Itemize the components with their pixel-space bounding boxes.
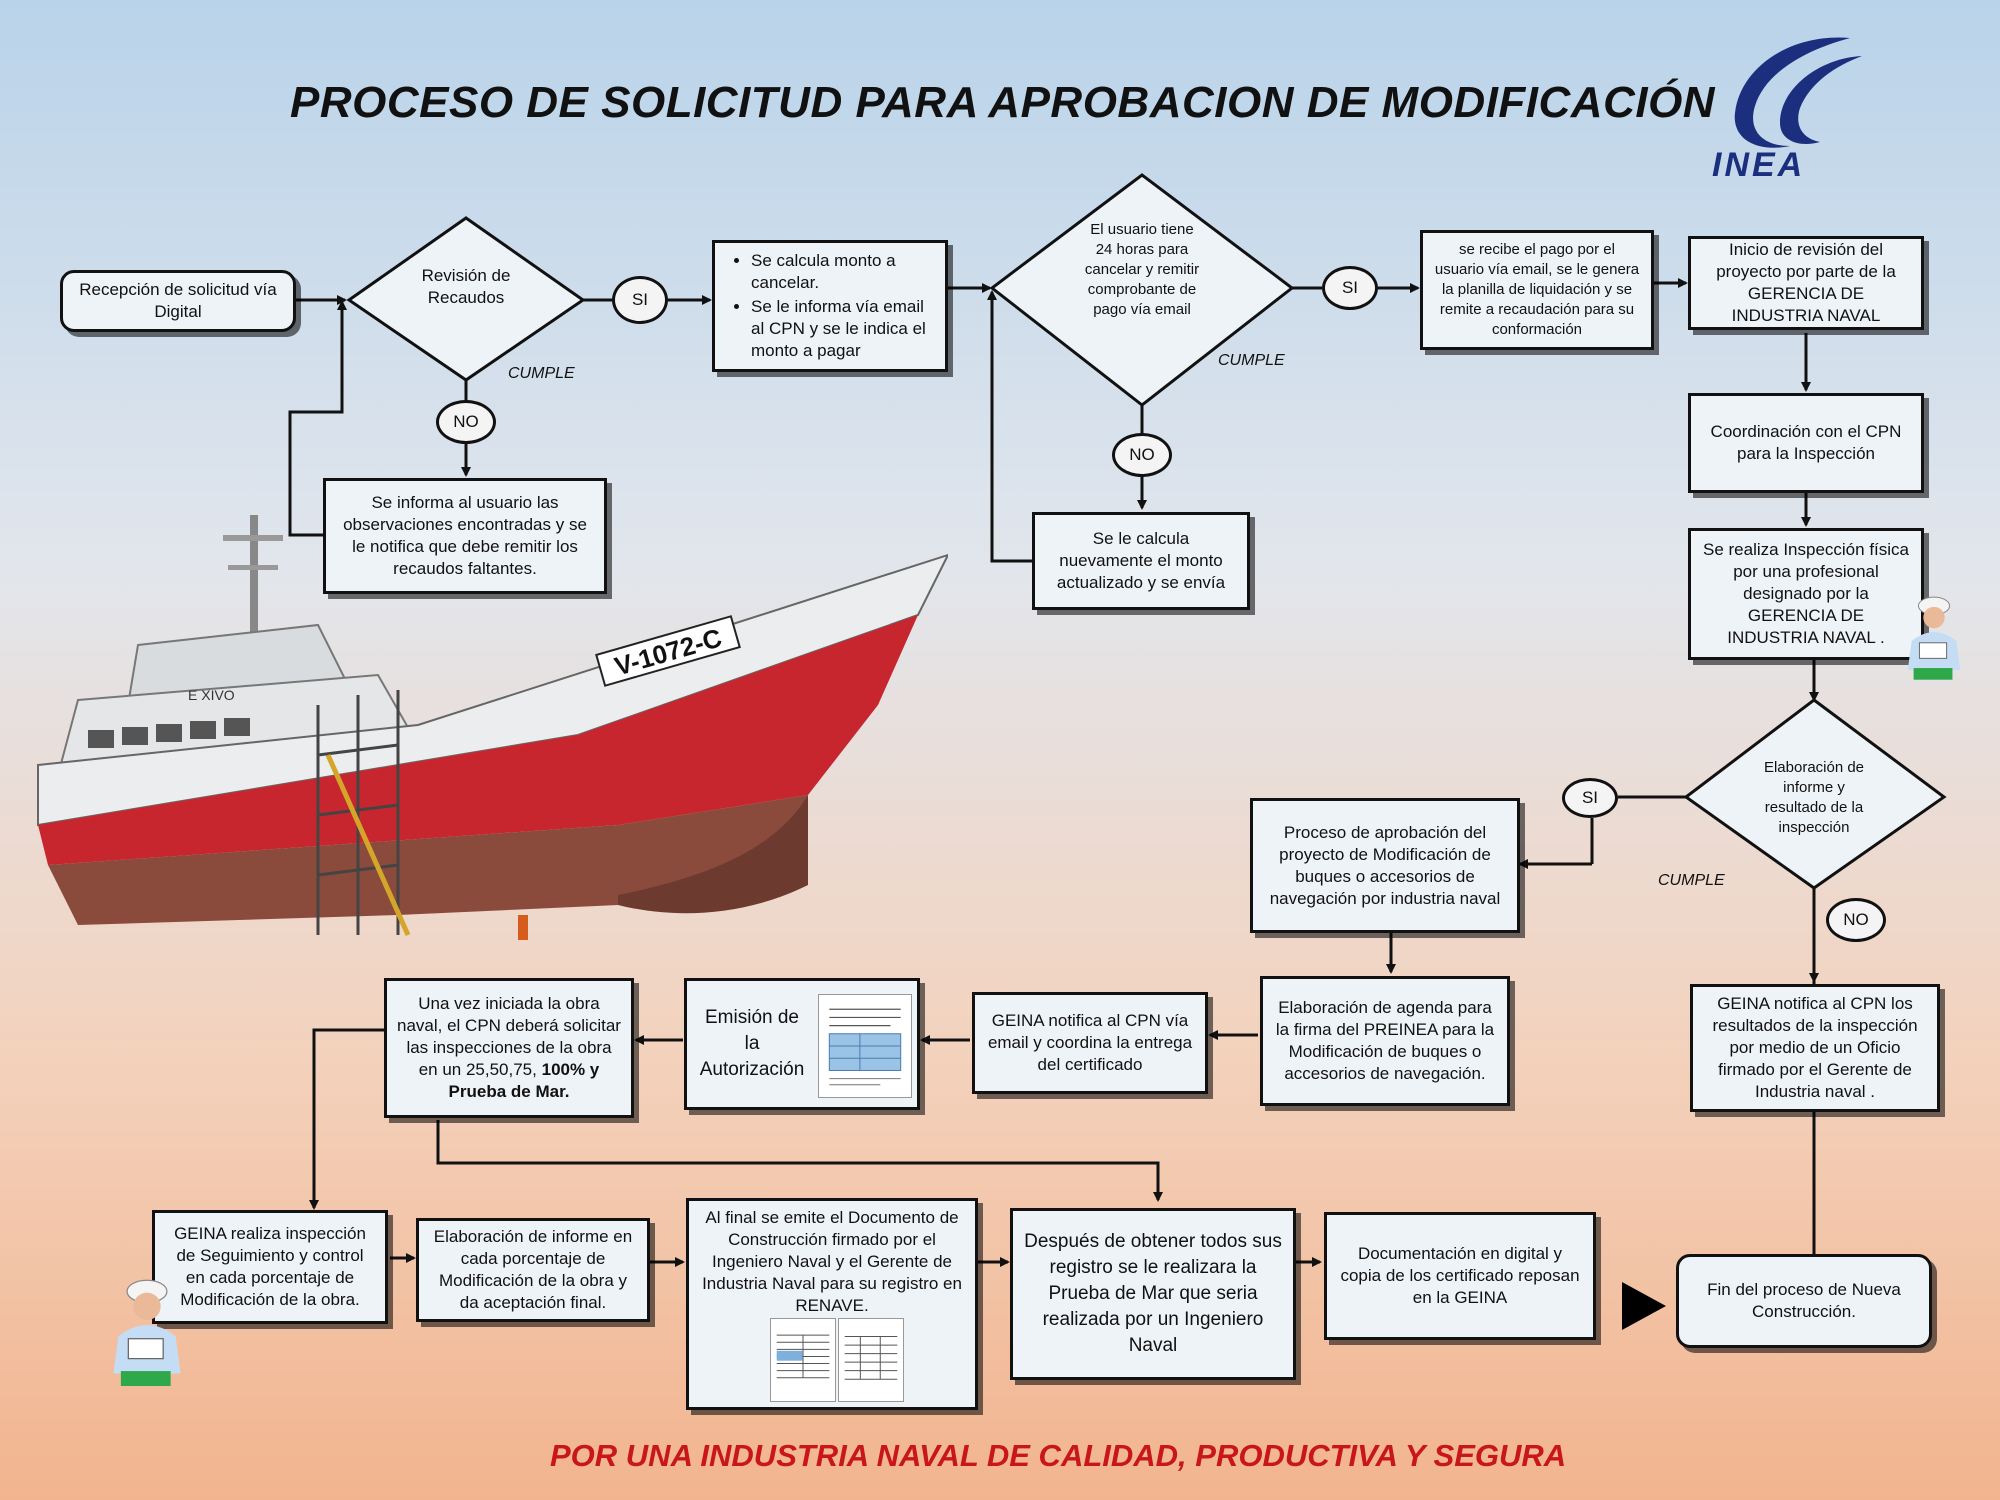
node-text: GEINA realiza inspección de Seguimiento … — [174, 1224, 366, 1309]
inspector-person-icon — [113, 1279, 181, 1386]
node-recalculo-monto: Se le calcula nuevamente el monto actual… — [1032, 512, 1250, 610]
node-text: Al final se emite el Documento de Constr… — [702, 1208, 962, 1315]
node-pago-recibido: se recibe el pago por el usuario vía ema… — [1420, 230, 1654, 350]
inspecciones-text: Una vez iniciada la obra naval, el CPN d… — [397, 994, 621, 1079]
node-fin-proceso: Fin del proceso de Nueva Construcción. — [1676, 1254, 1932, 1348]
node-text: Fin del proceso de Nueva Construcción. — [1707, 1280, 1901, 1321]
node-coordinacion-cpn: Coordinación con el CPN para la Inspecci… — [1688, 393, 1924, 493]
node-text: Recepción de solicitud vía Digital — [79, 280, 277, 321]
si-connector-2: SI — [1322, 266, 1378, 310]
cumple-label-3: CUMPLE — [1658, 872, 1725, 889]
node-text: GEINA notifica al CPN los resultados de … — [1712, 994, 1918, 1101]
node-text: Elaboración de informe en cada porcentaj… — [433, 1227, 633, 1312]
node-text: Coordinación con el CPN para la Inspecci… — [1710, 422, 1902, 463]
no-connector-3: NO — [1826, 898, 1886, 942]
decision-pago-24h — [989, 173, 1295, 407]
node-notifica-certificado: GEINA notifica al CPN vía email y coordi… — [972, 992, 1208, 1094]
play-arrow-icon — [1622, 1282, 1666, 1330]
inspecciones-bold-text: 100% y Prueba de Mar. — [448, 1060, 600, 1101]
cumple-label-2: CUMPLE — [1218, 352, 1285, 369]
node-inicio-revision: Inicio de revisión del proyecto por part… — [1688, 236, 1924, 330]
node-text: Documentación en digital y copia de los … — [1340, 1244, 1580, 1307]
node-informa-observaciones: Se informa al usuario las observaciones … — [323, 478, 607, 594]
node-text: Una vez iniciada la obra naval, el CPN d… — [397, 993, 621, 1103]
node-calculo-monto: Se calcula monto a cancelar. Se le infor… — [712, 240, 948, 372]
node-documentacion: Documentación en digital y copia de los … — [1324, 1212, 1596, 1340]
node-text: Elaboración de agenda para la firma del … — [1275, 998, 1495, 1083]
logo-text: INEA — [1712, 146, 1806, 184]
decision-24h-text: El usuario tiene 24 horas para cancelar … — [1084, 221, 1200, 318]
inea-logo-icon — [1734, 37, 1862, 148]
decision-revision-text: Revisión de Recaudos — [421, 266, 511, 307]
node-text: Inicio de revisión del proyecto por part… — [1716, 240, 1896, 325]
node-text: Se le calcula nuevamente el monto actual… — [1056, 529, 1226, 592]
node-text: se recibe el pago por el usuario vía ema… — [1434, 241, 1640, 338]
decision-informe-text: Elaboración de informe y resultado de la… — [1763, 759, 1865, 836]
node-informe-final: Elaboración de informe en cada porcentaj… — [416, 1218, 650, 1322]
decision-elaboracion-informe — [1683, 698, 1947, 890]
node-proceso-aprobacion: Proceso de aprobación del proyecto de Mo… — [1250, 798, 1520, 933]
registration-document-icon — [838, 1318, 904, 1402]
no-connector-1: NO — [436, 400, 496, 444]
footer-slogan: POR UNA INDUSTRIA NAVAL DE CALIDAD, PROD… — [550, 1438, 1567, 1473]
node-text: Se realiza Inspección física por una pro… — [1703, 540, 1909, 647]
node-text: Se informa al usuario las observaciones … — [343, 493, 587, 578]
node-text: Proceso de aprobación del proyecto de Mo… — [1269, 822, 1501, 908]
node-elaboracion-agenda: Elaboración de agenda para la firma del … — [1260, 976, 1510, 1106]
authorization-document-icon — [818, 994, 912, 1098]
construction-document-icon — [770, 1318, 836, 1402]
calculo-item-2: Se le informa vía email al CPN y se le i… — [751, 296, 935, 362]
ship-name-text: E XIVO — [188, 687, 235, 703]
node-prueba-mar: Después de obtener todos sus registro se… — [1010, 1208, 1296, 1380]
cumple-label-1: CUMPLE — [508, 365, 575, 382]
page-title: PROCESO DE SOLICITUD PARA APROBACION DE … — [290, 78, 1716, 127]
node-inspeccion-fisica: Se realiza Inspección física por una pro… — [1688, 528, 1924, 660]
node-text: Emisión de la Autorización — [699, 1007, 805, 1080]
node-recepcion-solicitud: Recepción de solicitud vía Digital — [60, 270, 296, 332]
node-text: GEINA notifica al CPN vía email y coordi… — [987, 1011, 1193, 1074]
ship-illustration: E XIVO V-1072-C — [37, 515, 948, 940]
node-text: Después de obtener todos sus registro se… — [1024, 1231, 1282, 1356]
decision-revision-recaudos — [346, 216, 586, 382]
si-connector-3: SI — [1562, 778, 1618, 818]
si-connector-1: SI — [612, 276, 668, 324]
node-notifica-resultados: GEINA notifica al CPN los resultados de … — [1690, 984, 1940, 1112]
calculo-item-1: Se calcula monto a cancelar. — [751, 250, 935, 294]
no-connector-2: NO — [1112, 433, 1172, 477]
node-inspeccion-seguimiento: GEINA realiza inspección de Seguimiento … — [152, 1210, 388, 1324]
inspector-person-icon — [1907, 596, 1961, 680]
node-inspecciones-obra: Una vez iniciada la obra naval, el CPN d… — [384, 978, 634, 1118]
